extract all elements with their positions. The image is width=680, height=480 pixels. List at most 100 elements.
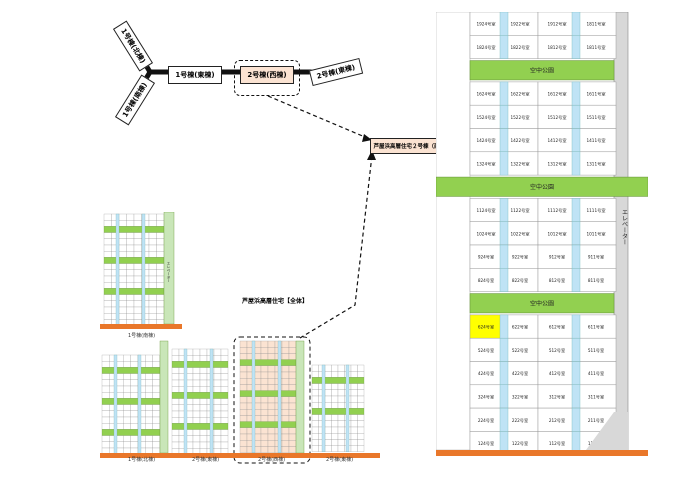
elev-unit: [152, 416, 160, 424]
elev-unit: [130, 404, 139, 411]
elev-unit: [171, 379, 180, 387]
elev-unit: [148, 275, 157, 283]
elev-unit: [103, 269, 112, 277]
complex-elevator-2: [295, 340, 305, 454]
elev-unit: [123, 423, 131, 430]
elev-unit: [357, 445, 365, 452]
elev-unit: [281, 396, 290, 404]
elev-unit: [331, 420, 339, 428]
elev-unit: [118, 213, 127, 221]
unit-label: 322号室: [512, 393, 528, 400]
elev-unit: [145, 416, 153, 424]
elev-unit: [123, 392, 131, 399]
elev-unit: [101, 361, 110, 368]
elev-unit: [145, 410, 153, 418]
elev-unit: [288, 396, 297, 404]
elev-unit: [239, 446, 248, 453]
elev-unit: [267, 402, 276, 410]
shaft-cell: [571, 384, 581, 409]
sky-park-label: 空中公園: [530, 66, 554, 74]
elev-unit: [126, 282, 135, 289]
elev-unit: [148, 232, 157, 239]
elev-unit: [260, 340, 269, 348]
elev-park-band: [103, 288, 165, 295]
elev-unit: [331, 426, 339, 434]
elev-park-band: [101, 398, 161, 405]
elevator-base: [586, 412, 628, 450]
elev-unit: [126, 251, 135, 258]
elev-unit: [101, 404, 110, 411]
ground-strip: [436, 450, 648, 456]
elev-unit: [220, 398, 229, 405]
elev-unit: [118, 294, 127, 301]
elev-unit: [156, 238, 165, 246]
unit-label: 511号室: [588, 347, 604, 354]
elev-unit: [350, 426, 358, 434]
elev-shaft: [321, 364, 326, 452]
elev-unit: [267, 384, 276, 391]
elev-unit: [118, 263, 127, 270]
elev-shaft: [251, 340, 256, 453]
elev-unit: [260, 427, 269, 435]
elev-unit: [350, 414, 358, 421]
elev-unit: [324, 364, 332, 372]
elev-unit: [156, 282, 165, 289]
elev-unit: [324, 371, 332, 378]
elev-unit: [199, 429, 208, 436]
elev-unit: [260, 365, 269, 373]
elev-unit: [145, 361, 153, 368]
unit-label: 1011号室: [586, 230, 605, 237]
elev-unit: [156, 232, 165, 239]
elev-unit: [239, 384, 248, 391]
elev-unit: [148, 294, 157, 301]
elev-unit: [101, 423, 110, 430]
elev-unit: [148, 300, 157, 308]
elev-unit: [213, 435, 222, 443]
elev-unit: [199, 348, 208, 356]
elev-unit: [281, 378, 290, 385]
elev-unit: [123, 385, 131, 393]
elev-unit: [171, 348, 180, 356]
elev-unit: [116, 392, 124, 399]
elev-unit: [126, 238, 135, 246]
elev-unit: [148, 213, 157, 221]
elev-unit: [171, 355, 180, 362]
unit-label: 1611号室: [586, 91, 605, 98]
wing-west2-label: 2号棟(西棟): [240, 66, 294, 84]
elev-unit: [130, 379, 139, 387]
elev-elevator-label: エレベーター: [166, 262, 171, 283]
elev-unit: [171, 417, 180, 424]
elev-unit: [350, 395, 358, 403]
elev-unit: [199, 404, 208, 412]
elev-unit: [311, 389, 319, 397]
elev-unit: [239, 433, 248, 441]
elev-unit: [156, 294, 165, 301]
unit-label: 1824号室: [476, 44, 495, 51]
unit-label: 1822号室: [510, 44, 529, 51]
elev-park-band: [239, 421, 297, 428]
shaft-cell: [499, 338, 509, 362]
elev-unit: [145, 373, 153, 380]
elev-unit: [288, 446, 297, 453]
elev-unit: [337, 371, 345, 378]
elev-unit: [103, 251, 112, 258]
unit-label: 811号室: [588, 277, 604, 284]
elev-unit: [171, 398, 180, 405]
elev-unit: [281, 409, 290, 416]
unit-label: 524号室: [478, 347, 494, 354]
elev-unit: [357, 371, 365, 378]
elev-unit: [267, 365, 276, 373]
sky-park-band: [436, 176, 648, 197]
shaft-cell: [571, 314, 581, 339]
elev-unit: [156, 251, 165, 258]
elev-unit: [281, 347, 290, 354]
elev-unit: [331, 433, 339, 440]
elev-unit: [171, 373, 180, 381]
unit-label: 1922号室: [510, 21, 529, 28]
shaft-cell: [499, 268, 509, 292]
elev-unit: [311, 371, 319, 378]
elev-unit: [288, 347, 297, 354]
elev-unit: [350, 439, 358, 446]
unit-label: 822号室: [512, 277, 528, 284]
elev-unit: [116, 361, 124, 368]
